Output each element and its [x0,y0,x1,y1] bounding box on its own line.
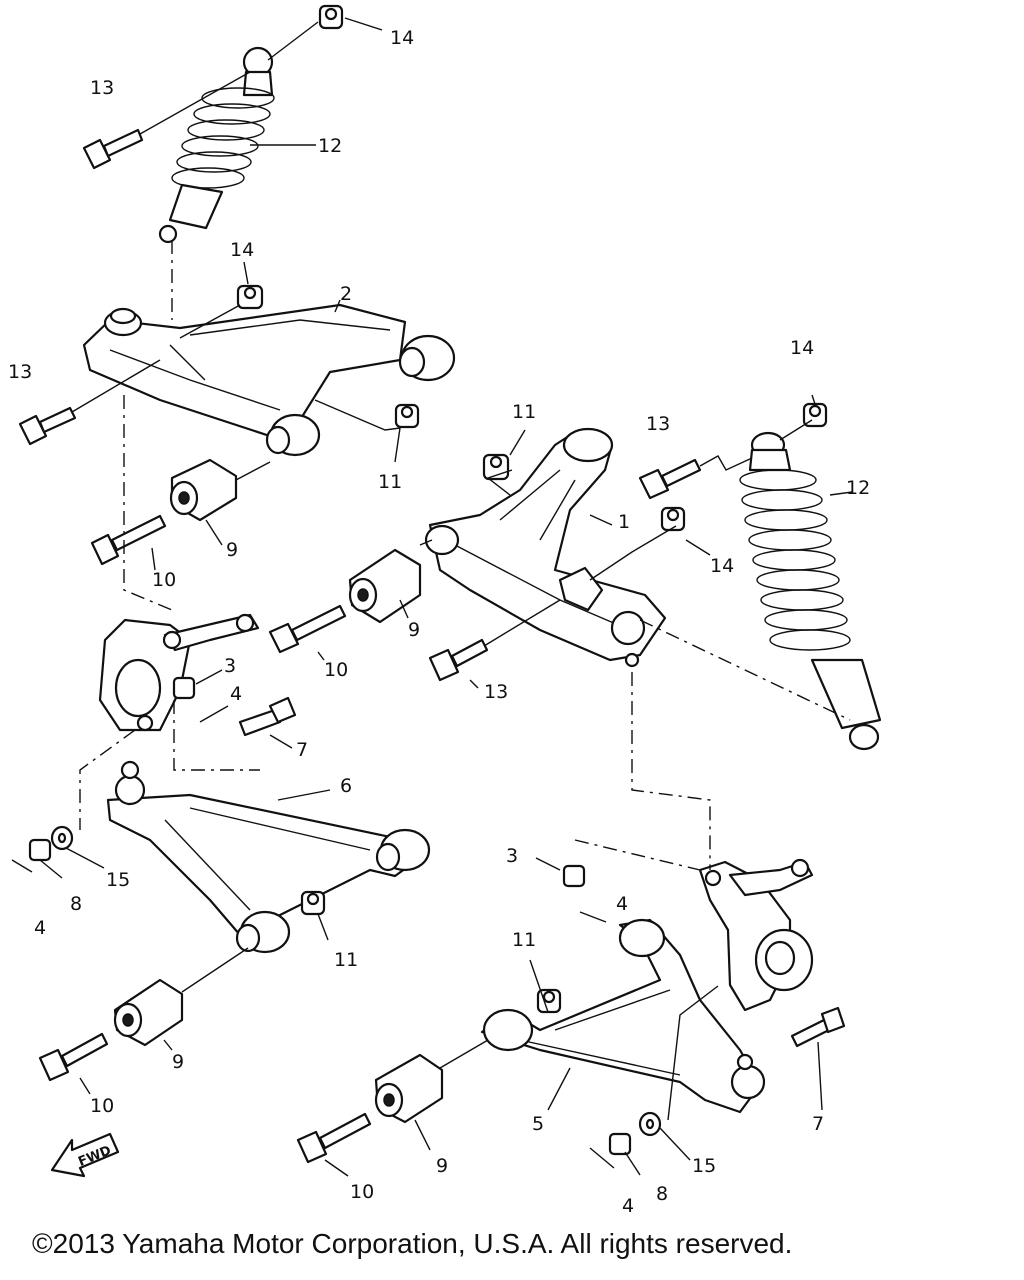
washer-15-right [638,1111,662,1137]
callout-6: 6 [340,775,352,797]
cotter-pin-4-mid-right [579,911,607,923]
callout-12: 12 [846,477,870,499]
callout-9: 9 [226,539,238,561]
callout-9: 9 [408,619,420,641]
callout-numbers: 14 13 12 14 2 13 14 11 13 11 12 1 9 14 1… [8,27,870,1215]
copyright-notice: ©2013 Yamaha Motor Corporation, U.S.A. A… [32,1228,793,1259]
bushing-9-lower-right [374,1053,444,1124]
callout-4: 4 [622,1195,634,1215]
nut-8-right [608,1132,632,1156]
nut-3-right [562,864,586,888]
nut-14-top-left [318,4,344,30]
washer-15-left [50,825,74,851]
callout-3: 3 [506,845,518,867]
lower-arm-left [106,760,431,954]
cotter-pin-4-left [199,705,229,723]
upper-arm-right [424,427,667,668]
nut-8-left [28,838,52,862]
callout-5: 5 [532,1113,544,1135]
callout-11: 11 [512,401,536,423]
callout-9: 9 [436,1155,448,1177]
bolt-10-lower-left [38,1032,109,1082]
callout-4: 4 [34,917,46,939]
leader-lines [39,17,853,1177]
cotter-pin-4-lower-left [11,859,33,873]
callout-14: 14 [790,337,814,359]
callout-4: 4 [230,683,242,705]
bolt-10-mid-left [268,604,347,654]
nut-3-left [172,676,196,700]
bushing-9-lower-left [113,978,184,1047]
callout-10: 10 [90,1095,114,1117]
shock-absorber-left [158,46,275,244]
lower-arm-right [480,918,766,1114]
callout-13: 13 [646,413,670,435]
callout-7: 7 [812,1113,824,1135]
callout-12: 12 [318,135,342,157]
callout-3: 3 [224,655,236,677]
callout-14: 14 [230,239,254,261]
callout-15: 15 [106,869,130,891]
cotter-pin-4-lower-right [589,1147,615,1169]
callout-10: 10 [152,569,176,591]
callout-14: 14 [390,27,414,49]
callout-1: 1 [618,511,630,533]
callout-9: 9 [172,1051,184,1073]
nut-14-mid-right [660,506,686,532]
callout-13: 13 [8,361,32,383]
bolt-13-mid-right [428,638,489,682]
callout-4: 4 [616,893,628,915]
suspension-parts-diagram: FWD 14 13 12 14 2 13 14 11 13 11 12 1 9 … [8,4,882,1215]
nut-14-mid-left [236,284,264,310]
bolt-10-lower-right [296,1112,372,1164]
upper-arm-left [82,303,456,457]
callout-11: 11 [334,949,358,971]
callout-10: 10 [324,659,348,681]
callout-15: 15 [692,1155,716,1177]
callout-8: 8 [70,893,82,915]
nut-11-lower-right [536,988,562,1014]
knuckle-left [98,613,260,732]
callout-13: 13 [90,77,114,99]
bushing-9-mid [348,548,422,624]
nut-11-lower-left [300,890,326,916]
nut-11-upper-left [394,403,420,429]
bolt-7-right [790,1006,846,1048]
knuckle-right [698,858,814,1012]
bolt-13-upper-right [638,458,702,500]
bolt-7-left [238,696,297,737]
callout-2: 2 [340,283,352,305]
callout-10: 10 [350,1181,374,1203]
bolt-13-top-left [82,128,144,170]
callout-7: 7 [296,739,308,761]
shock-absorber-right [739,431,882,751]
callout-14: 14 [710,555,734,577]
assembly-lines [79,240,851,871]
bushing-9-upper-left [169,458,238,522]
callout-11: 11 [512,929,536,951]
callout-8: 8 [656,1183,668,1205]
bolt-10-upper-left [90,514,167,566]
callout-13: 13 [484,681,508,703]
fwd-arrow-icon: FWD [50,1132,120,1178]
callout-11: 11 [378,471,402,493]
bolt-13-mid-left [18,406,77,446]
